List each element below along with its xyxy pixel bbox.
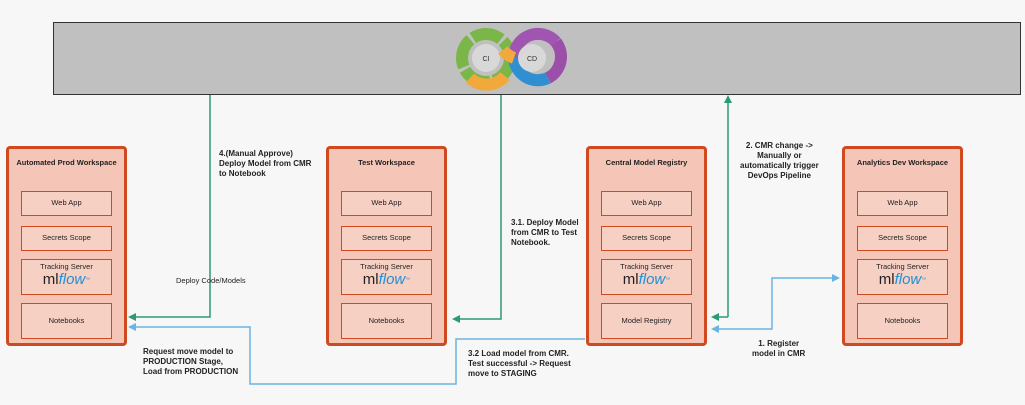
tracking-server-box: Tracking Server mlflow™ bbox=[341, 259, 432, 295]
secrets-scope-box: Secrets Scope bbox=[601, 226, 692, 251]
tracking-server-label: Tracking Server bbox=[360, 262, 413, 271]
workspace-automated-prod: Automated Prod Workspace Web App Secrets… bbox=[6, 146, 127, 346]
workspace-title: Test Workspace bbox=[358, 158, 415, 167]
mlflow-logo: mlflow™ bbox=[622, 271, 671, 288]
arrow-head-icon bbox=[832, 274, 840, 282]
ci-label: CI bbox=[483, 56, 490, 63]
notebooks-box: Notebooks bbox=[857, 303, 948, 339]
blue-arrows bbox=[132, 277, 835, 385]
arrow-head-icon bbox=[724, 95, 732, 103]
tracking-server-label: Tracking Server bbox=[876, 262, 929, 271]
mlflow-logo: mlflow™ bbox=[362, 271, 411, 288]
workspace-title: Analytics Dev Workspace bbox=[856, 158, 949, 167]
arrow-head-icon bbox=[711, 313, 719, 321]
secrets-scope-box: Secrets Scope bbox=[341, 226, 432, 251]
mlflow-logo: mlflow™ bbox=[878, 271, 927, 288]
web-app-box: Web App bbox=[601, 191, 692, 216]
tracking-server-label: Tracking Server bbox=[40, 262, 93, 271]
cd-label: CD bbox=[527, 56, 537, 63]
arrow-head-icon bbox=[128, 313, 136, 321]
web-app-box: Web App bbox=[21, 191, 112, 216]
workspace-test: Test Workspace Web App Secrets Scope Tra… bbox=[326, 146, 447, 346]
tracking-server-box: Tracking Server mlflow™ bbox=[601, 259, 692, 295]
workspace-title: Central Model Registry bbox=[605, 158, 688, 167]
web-app-box: Web App bbox=[341, 191, 432, 216]
workspace-title: Automated Prod Workspace bbox=[16, 158, 117, 167]
secrets-scope-box: Secrets Scope bbox=[21, 226, 112, 251]
step32-label: 3.2 Load model from CMR.Test successful … bbox=[468, 349, 571, 378]
tracking-server-box: Tracking Server mlflow™ bbox=[857, 259, 948, 295]
deploy-code-models-label: Deploy Code/Models bbox=[176, 276, 246, 285]
cd-ring-icon: CD bbox=[498, 27, 567, 87]
tracking-server-box: Tracking Server mlflow™ bbox=[21, 259, 112, 295]
workspace-central-model-registry: Central Model Registry Web App Secrets S… bbox=[586, 146, 707, 346]
notebooks-box: Notebooks bbox=[21, 303, 112, 339]
mlflow-logo: mlflow™ bbox=[42, 271, 91, 288]
arrow-head-icon bbox=[452, 315, 460, 323]
model-registry-box: Model Registry bbox=[601, 303, 692, 339]
arrow-head-icon bbox=[711, 325, 719, 333]
web-app-box: Web App bbox=[857, 191, 948, 216]
secrets-scope-box: Secrets Scope bbox=[857, 226, 948, 251]
tracking-server-label: Tracking Server bbox=[620, 262, 673, 271]
arrow-head-icon bbox=[128, 323, 136, 331]
workspace-analytics-dev: Analytics Dev Workspace Web App Secrets … bbox=[842, 146, 963, 346]
notebooks-box: Notebooks bbox=[341, 303, 432, 339]
